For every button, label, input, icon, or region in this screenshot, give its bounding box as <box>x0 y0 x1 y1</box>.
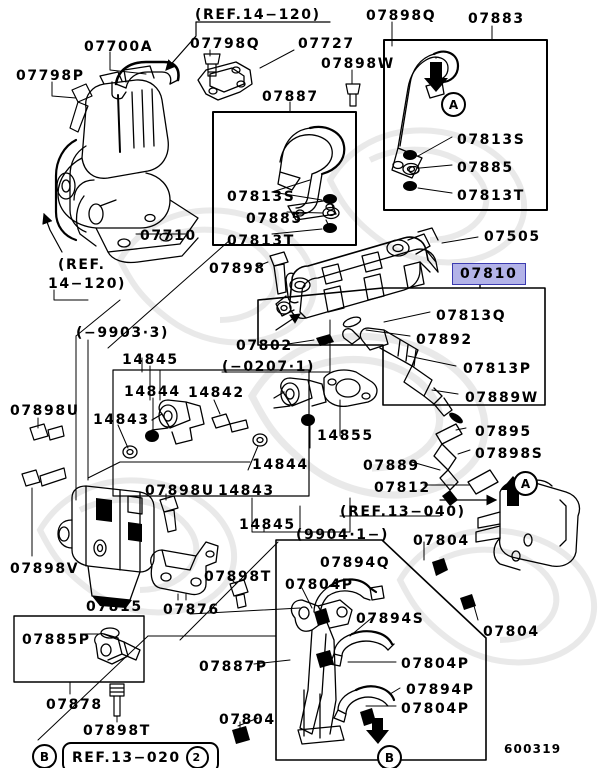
callout-circle-a-top: A <box>441 92 466 117</box>
label-07813T-box: 07813T <box>227 233 295 249</box>
label-14845-top: 14845 <box>122 352 179 368</box>
label-07813P: 07813P <box>463 361 532 377</box>
callout-circle-b-bottom: B <box>377 745 402 768</box>
label-07898U-mid: 07898U <box>145 483 215 499</box>
label-07505: 07505 <box>484 229 541 245</box>
label-07812: 07812 <box>374 480 431 496</box>
label-07727: 07727 <box>298 36 355 52</box>
label-07898T-mid: 07898T <box>204 569 272 585</box>
label-ref-14-120-top: (REF.14−120) <box>195 7 321 23</box>
label-07898: 07898 <box>209 261 266 277</box>
label-07898V: 07898V <box>10 561 80 577</box>
label-9904-1: (9904·1−) <box>296 527 389 543</box>
label-07804P-3: 07804P <box>401 701 470 717</box>
label-07898U-left: 07898U <box>10 403 80 419</box>
label-ref-13-040: (REF.13−040) <box>340 504 466 520</box>
label-07804P-2: 07804P <box>401 656 470 672</box>
label-07804-bottom: 07804 <box>219 712 276 728</box>
diagram-id: 600319 <box>504 742 562 756</box>
label-07883: 07883 <box>468 11 525 27</box>
label-ref-14-120-line2: 14−120) <box>48 276 127 292</box>
label-07813Q: 07813Q <box>436 308 507 324</box>
label-07813S-box: 07813S <box>227 189 296 205</box>
label-07813T-right: 07813T <box>457 188 525 204</box>
label-07798P: 07798P <box>16 68 85 84</box>
label-07804P-1: 07804P <box>285 577 354 593</box>
label-07876: 07876 <box>163 602 220 618</box>
label-07798Q: 07798Q <box>190 36 261 52</box>
highlighted-part-number[interactable]: 07810 <box>452 263 526 286</box>
label-07700A: 07700A <box>84 39 154 55</box>
ref-badge-13-020[interactable]: REF.13−020 2 <box>62 742 219 768</box>
label-07887: 07887 <box>262 89 319 105</box>
label-0207-1: (−0207·1) <box>222 359 315 375</box>
label-07885-right: 07885 <box>457 160 514 176</box>
label-14855: 14855 <box>317 428 374 444</box>
label-07898S: 07898S <box>475 446 544 462</box>
label-14842: 14842 <box>188 385 245 401</box>
label-14843-top: 14843 <box>93 412 150 428</box>
label-07892: 07892 <box>416 332 473 348</box>
label-07813S-right: 07813S <box>457 132 526 148</box>
ref-badge-text: REF.13−020 <box>72 749 181 766</box>
label-07802: 07802 <box>236 338 293 354</box>
label-07898W: 07898W <box>321 56 395 72</box>
label-14845-low: 14845 <box>239 517 296 533</box>
label-07894Q: 07894Q <box>320 555 391 571</box>
label-07889W: 07889W <box>465 390 539 406</box>
label-14843-low: 14843 <box>218 483 275 499</box>
label-ref-14-120-line1: (REF. <box>58 257 106 273</box>
ref-badge-letter-b: B <box>32 744 57 768</box>
label-07894P: 07894P <box>406 682 475 698</box>
label-07889: 07889 <box>363 458 420 474</box>
ref-badge-count: 2 <box>185 746 209 768</box>
label-9903-3: (−9903·3) <box>76 325 169 341</box>
label-07885P: 07885P <box>22 632 91 648</box>
label-07804-right: 07804 <box>483 624 540 640</box>
label-07885-box: 07885 <box>246 211 303 227</box>
label-07895: 07895 <box>475 424 532 440</box>
label-07878: 07878 <box>46 697 103 713</box>
label-07894S: 07894S <box>356 611 425 627</box>
label-14844-low: 14844 <box>252 457 309 473</box>
label-07898Q: 07898Q <box>366 8 437 24</box>
label-07815: 07815 <box>86 599 143 615</box>
label-07898T-bottom: 07898T <box>83 723 151 739</box>
callout-circle-a-mid: A <box>513 471 538 496</box>
label-07710: 07710 <box>140 228 197 244</box>
label-07804-top: 07804 <box>413 533 470 549</box>
label-14844-top: 14844 <box>124 384 181 400</box>
label-07887P: 07887P <box>199 659 268 675</box>
